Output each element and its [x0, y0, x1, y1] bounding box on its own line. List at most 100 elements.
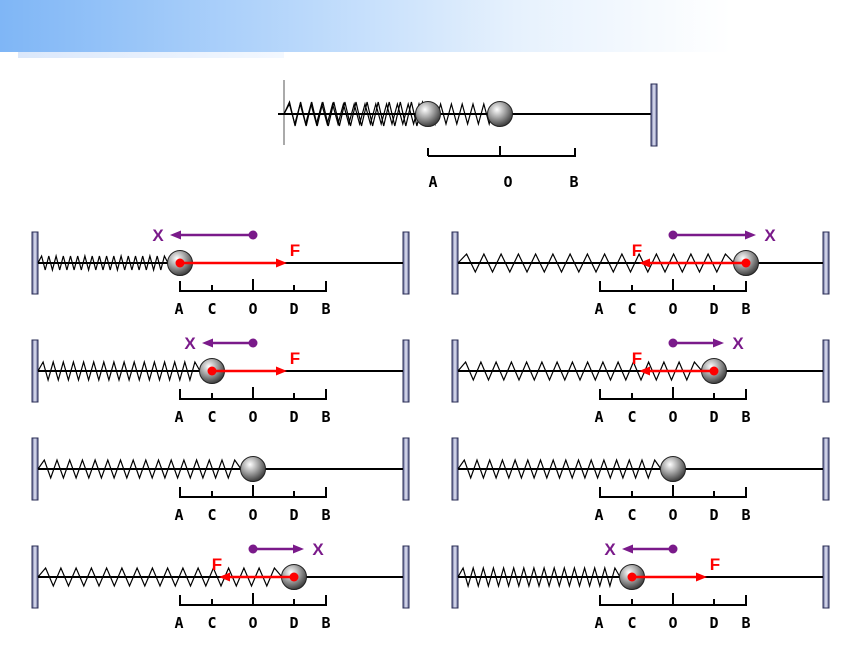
label-d: D [709, 408, 718, 426]
force-arrow-head [276, 258, 287, 268]
force-arrow [207, 366, 287, 376]
label-b: B [741, 506, 750, 524]
spring-icon [457, 565, 621, 589]
label-d: D [709, 300, 718, 318]
wall-icon [451, 231, 459, 295]
force-arrow [175, 258, 287, 268]
oscillator-ball-icon [240, 456, 266, 482]
label-o: O [248, 408, 257, 426]
wall-icon [822, 437, 830, 501]
force-label: F [710, 555, 720, 574]
oscillator-ball-icon [415, 101, 441, 127]
wall-icon [31, 545, 39, 609]
displacement-arrow-origin-dot [668, 230, 678, 240]
wall-icon [822, 339, 830, 403]
label-c: C [207, 614, 216, 632]
label-b: B [321, 506, 330, 524]
oscillator-ball-icon [487, 101, 513, 127]
wall-icon [31, 339, 39, 403]
displacement-arrow [622, 544, 678, 554]
displacement-label: X [312, 540, 324, 559]
displacement-label: X [184, 334, 196, 353]
label-b: B [741, 614, 750, 632]
label-d: D [289, 614, 298, 632]
label-c: C [207, 506, 216, 524]
displacement-label: X [732, 334, 744, 353]
force-label: F [632, 241, 642, 260]
wall-icon [402, 437, 410, 501]
label-d: D [289, 408, 298, 426]
wall-icon [822, 545, 830, 609]
force-arrow [219, 572, 299, 582]
force-arrow-head [639, 366, 650, 376]
label-b: B [321, 408, 330, 426]
force-label: F [212, 555, 222, 574]
position-scale [179, 387, 327, 400]
displacement-arrow-origin-dot [668, 544, 678, 554]
wall-icon [31, 437, 39, 501]
force-label: F [290, 349, 300, 368]
label-o: O [248, 300, 257, 318]
wall-icon [451, 437, 459, 501]
label-b: B [741, 408, 750, 426]
spring-icon [37, 359, 201, 383]
force-arrow-origin-dot [741, 258, 751, 268]
label-o: O [668, 300, 677, 318]
displacement-arrow-head [622, 544, 633, 554]
label-o: O [668, 408, 677, 426]
force-label: F [632, 349, 642, 368]
label-a: A [594, 614, 603, 632]
wall-icon [402, 545, 410, 609]
displacement-arrow-head [745, 230, 756, 240]
label-a: A [594, 408, 603, 426]
force-arrow [639, 366, 719, 376]
displacement-arrow [170, 230, 258, 240]
force-arrow-origin-dot [207, 366, 217, 376]
label-c: C [627, 300, 636, 318]
displacement-arrow-head [713, 338, 724, 348]
position-scale [599, 387, 747, 400]
label-o: O [248, 614, 257, 632]
displacement-label: X [152, 226, 164, 245]
force-arrow [639, 258, 751, 268]
spring-icon [37, 253, 169, 273]
label-o: O [668, 506, 677, 524]
wall-icon [402, 231, 410, 295]
header-banner [0, 0, 860, 52]
label-d: D [289, 506, 298, 524]
wall-icon [822, 231, 830, 295]
label-o: O [248, 506, 257, 524]
label-o: O [668, 614, 677, 632]
label-c: C [207, 408, 216, 426]
spring-icon [457, 458, 662, 480]
label-a: A [428, 173, 437, 191]
displacement-arrow [248, 544, 304, 554]
position-scale [179, 485, 327, 498]
label-d: D [709, 506, 718, 524]
spring-icon [37, 566, 283, 588]
displacement-arrow-origin-dot [668, 338, 678, 348]
force-arrow-head [219, 572, 230, 582]
displacement-arrow [668, 338, 724, 348]
position-scale [599, 485, 747, 498]
displacement-arrow-origin-dot [248, 544, 258, 554]
force-arrow-head [696, 572, 707, 582]
label-a: A [594, 300, 603, 318]
displacement-arrow-head [170, 230, 181, 240]
wall-icon [402, 339, 410, 403]
displacement-arrow-origin-dot [248, 230, 258, 240]
wall-icon [650, 83, 658, 147]
label-b: B [321, 614, 330, 632]
wall-icon [31, 231, 39, 295]
label-a: A [174, 300, 183, 318]
